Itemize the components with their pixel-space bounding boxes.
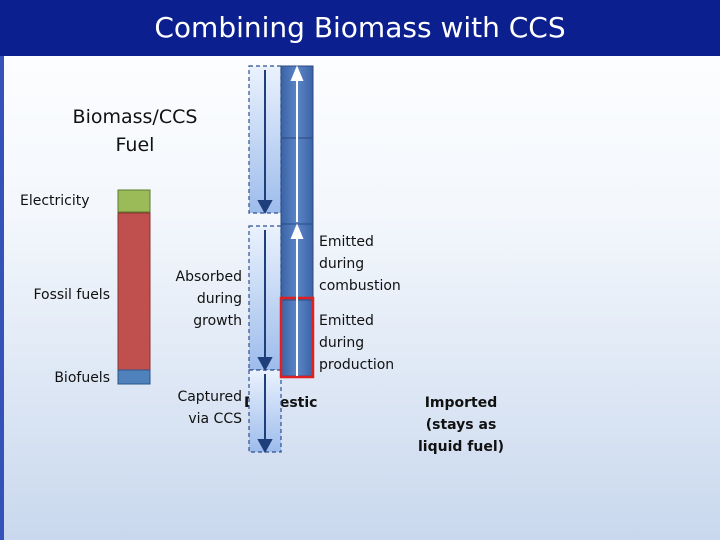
biofuels-bar-segment [117,369,151,385]
imported-label: Imported (stays as liquid fuel) [417,395,505,455]
emitted-during-combustion-label: Emitted during combustion [319,234,401,294]
absorbed-arrow-lower-head [257,357,273,372]
fossil-fuels-label: Fossil fuels [33,287,110,303]
electricity-label: Electricity [20,193,90,209]
biofuels-label: Biofuels [54,370,110,386]
slide-left-border [0,56,4,540]
biomass-ccs-heading: Biomass/CCS Fuel [72,106,198,156]
fossil-fuels-bar-segment [117,212,151,371]
emitted-arrow-upper-head [290,65,304,81]
absorbed-arrow-upper-head [257,200,273,215]
emitted-during-production-label: Emitted during production [319,313,395,373]
absorbed-during-growth-label: Absorbed during growth [175,269,242,329]
slide-title: Combining Biomass with CCS [0,0,720,56]
captured-arrow-head [257,439,273,454]
emitted-arrow-lower-head [290,223,304,239]
captured-via-ccs-label: Captured via CCS [177,389,242,427]
electricity-bar-segment [117,189,151,213]
